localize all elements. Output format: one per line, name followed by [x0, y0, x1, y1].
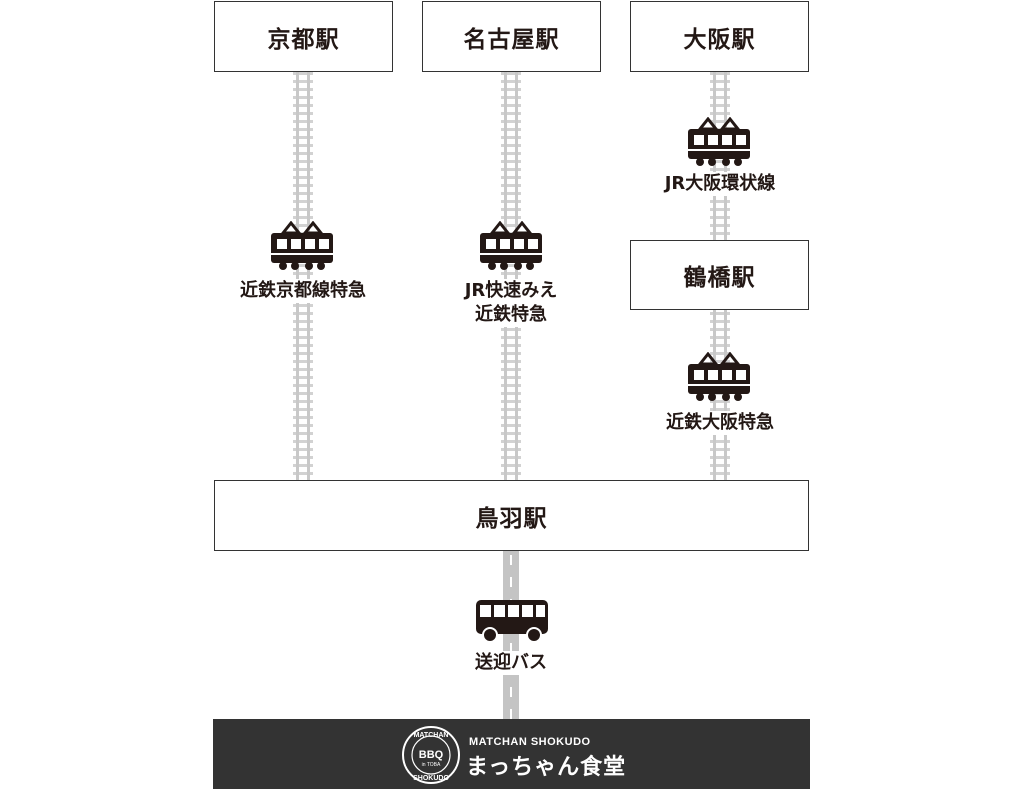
route-label-osaka-express: 近鉄大阪特急 [664, 411, 776, 435]
logo-top-text: MATCHAN [414, 732, 449, 739]
train-icon [271, 221, 333, 270]
logo-bottom-text: SHOKUDO [413, 775, 449, 782]
footer-name-jp: まっちゃん食堂 [466, 755, 627, 780]
station-tsuruhashi-label: 鶴橋駅 [683, 265, 756, 291]
train-icon [688, 352, 750, 401]
train-icon [480, 221, 542, 270]
restaurant-logo: MATCHAN BBQ in TOBA SHOKUDO [402, 726, 460, 784]
station-kyoto: 京都駅 [214, 1, 393, 72]
track-kyoto [293, 71, 313, 481]
route-label-bus: 送迎バス [473, 651, 549, 675]
route-label-osaka-loop: JR大阪環状線 [662, 172, 778, 196]
logo-center-text: BBQ [419, 749, 444, 761]
logo-sub-text: in TOBA [422, 762, 441, 768]
track-nagoya [501, 71, 521, 481]
station-toba: 鳥羽駅 [214, 480, 809, 551]
bus-icon [476, 600, 548, 643]
station-osaka-label: 大阪駅 [683, 26, 756, 53]
route-label-kyoto: 近鉄京都線特急 [238, 279, 368, 303]
station-nagoya: 名古屋駅 [422, 1, 601, 72]
train-icon [688, 117, 750, 166]
station-nagoya-label: 名古屋駅 [463, 26, 560, 53]
route-label-nagoya: JR快速みえ 近鉄特急 [462, 279, 560, 327]
station-tsuruhashi: 鶴橋駅 [630, 240, 809, 310]
station-kyoto-label: 京都駅 [267, 26, 340, 53]
footer-banner: MATCHAN BBQ in TOBA SHOKUDO MATCHAN SHOK… [213, 719, 810, 789]
route-label-nagoya-line1: JR快速みえ [464, 280, 558, 301]
station-toba-label: 鳥羽駅 [475, 505, 548, 532]
footer-name-en: MATCHAN SHOKUDO [469, 736, 591, 748]
route-label-nagoya-line2: 近鉄特急 [475, 304, 547, 325]
station-osaka: 大阪駅 [630, 1, 809, 72]
road-bus [503, 550, 519, 720]
